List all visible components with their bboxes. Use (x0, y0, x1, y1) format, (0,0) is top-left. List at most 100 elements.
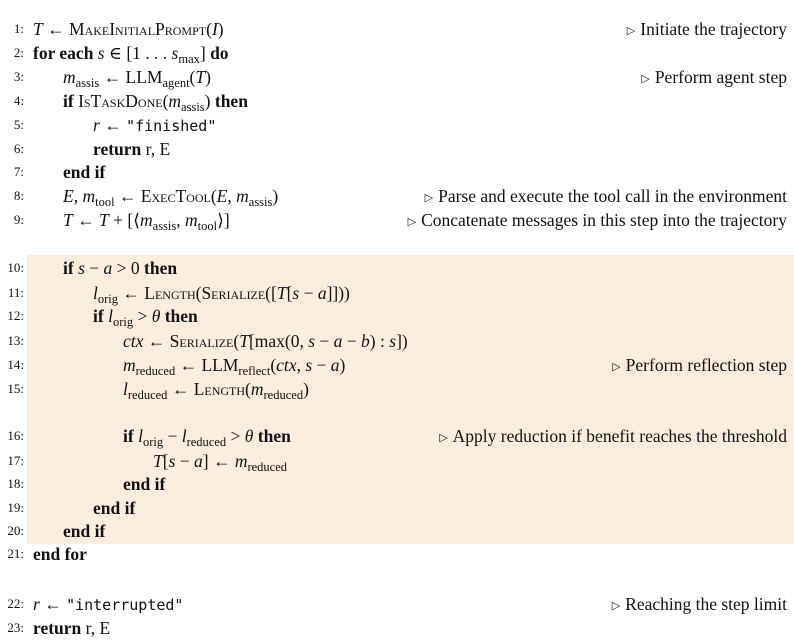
code-token: ← (143, 331, 170, 351)
procedure-name: IsTaskDone (78, 91, 163, 111)
line-number: 1: (13, 21, 24, 36)
comment-text: Reaching the step limit (625, 594, 787, 614)
line-number: 12: (7, 308, 24, 323)
code-token: assis (75, 76, 100, 90)
code-token: ← LLM (99, 67, 163, 87)
code-token: a (194, 451, 203, 471)
code-token: θ (151, 306, 161, 326)
keyword: end if (63, 521, 106, 541)
line-code: T[s − a] ← mreduced (153, 449, 287, 473)
code-token: s (97, 43, 105, 63)
code-token: m (168, 91, 182, 111)
keyword: if (63, 91, 79, 111)
code-token: ( (245, 379, 251, 399)
code-token: ( (206, 19, 212, 39)
code-token: m (63, 67, 76, 87)
line-code: if lorig > θ then (93, 304, 198, 328)
code-token: − (342, 331, 362, 351)
line-number: 6: (13, 141, 24, 156)
reflection-block-highlight (27, 255, 794, 544)
code-token: − (312, 355, 331, 375)
code-token: reduced (127, 388, 168, 402)
keyword: end if (63, 162, 106, 182)
code-token: ) (204, 91, 215, 111)
line-number: 13: (7, 333, 24, 348)
code-token: m (140, 210, 153, 230)
code-token: T (153, 451, 163, 471)
algorithm-line: 5:r ← "finished" (0, 113, 794, 137)
code-token: orig (142, 435, 164, 449)
algorithm-line: 17:T[s − a] ← mreduced (0, 449, 794, 473)
line-number: 14: (7, 357, 24, 372)
code-token: reflect (238, 364, 271, 378)
code-token: [ (286, 283, 293, 303)
code-token: m (185, 210, 198, 230)
code-token: , (227, 186, 237, 206)
line-number: 11: (7, 285, 24, 300)
line-comment: ▷Perform agent step (641, 65, 787, 91)
line-code: r ← "interrupted" (33, 592, 183, 617)
line-number: 8: (13, 188, 24, 203)
line-number: 2: (13, 45, 24, 60)
code-token: θ (244, 426, 254, 446)
code-token: ] (199, 43, 211, 63)
algorithm-line: 2:for each s ∈ [1 . . . smax] do (0, 41, 794, 65)
code-token: [max(0, (248, 331, 309, 351)
code-token: > 0 (112, 258, 145, 278)
code-token: a (103, 258, 113, 278)
code-token: T (63, 210, 73, 230)
keyword: end if (93, 498, 136, 518)
code-token: ( (270, 355, 277, 375)
line-code: T ← T + [⟨massis, mtool⟩] (63, 208, 230, 232)
code-token: ( (233, 331, 240, 351)
line-code: lreduced ← Length(mreduced) (123, 377, 309, 401)
code-token: m (123, 355, 136, 375)
code-token: ]])) (326, 283, 350, 303)
code-token: reduced (135, 364, 176, 378)
line-number: 9: (13, 212, 24, 227)
code-token: m (82, 186, 96, 206)
code-token: ← (167, 379, 194, 399)
line-code: end for (33, 542, 87, 566)
code-token: r, E (145, 139, 171, 159)
procedure-name: MakeInitialPrompt (68, 19, 207, 39)
code-token: T (276, 283, 287, 303)
algorithm-line: 4:if IsTaskDone(massis) then (0, 89, 794, 113)
comment-triangle-icon: ▷ (611, 600, 621, 612)
line-comment: ▷Concatenate messages in this step into … (408, 208, 787, 234)
keyword: end for (33, 544, 87, 564)
code-token: orig (97, 292, 119, 306)
code-token: ) (303, 379, 309, 399)
line-code: mreduced ← LLMreflect(ctx, s − a) (123, 353, 345, 377)
line-number: 3: (13, 69, 24, 84)
code-token: ) (205, 67, 211, 87)
line-code: if lorig − lreduced > θ then (123, 424, 291, 448)
keyword: then (164, 306, 198, 326)
code-token: s (292, 283, 300, 303)
code-token: − (299, 283, 318, 303)
code-token: l (123, 379, 128, 399)
code-token: − (315, 331, 334, 351)
code-token: assis (152, 219, 177, 233)
code-token: a (317, 283, 327, 303)
line-code: ctx ← Serialize(T[max(0, s − a − b) : s]… (123, 329, 408, 353)
procedure-name: Length (193, 379, 246, 399)
code-token: > (226, 426, 245, 446)
algorithm-line: 23:return r, E (0, 616, 794, 640)
code-token: [ (162, 451, 169, 471)
code-token: tool (95, 195, 115, 209)
keyword: if (123, 426, 139, 446)
code-token: r (93, 115, 100, 135)
algorithm-line: 6: return r, E (0, 137, 794, 161)
keyword: do (210, 43, 229, 63)
code-token: T (239, 331, 249, 351)
line-number: 18: (7, 476, 24, 491)
algorithm-line: 20:end if (0, 519, 794, 543)
code-token: ) : (369, 331, 390, 351)
keyword: return (93, 139, 146, 159)
line-number: 16: (7, 428, 24, 443)
code-token: reduced (247, 460, 288, 474)
code-token: ← (42, 19, 69, 39)
algorithm-line: 16:if lorig − lreduced > θ then▷Apply re… (0, 424, 794, 448)
line-code: T ← MakeInitialPrompt(I) (33, 17, 224, 41)
